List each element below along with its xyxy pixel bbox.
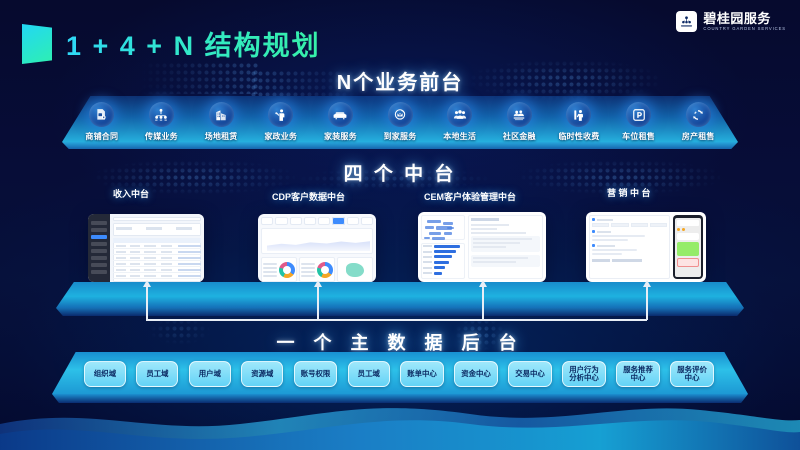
front-platform-title: N个业务前台 (336, 72, 464, 94)
area-chart (261, 228, 373, 254)
back-platform-tags: 组织域员工域用户域资源域账号权限员工域账单中心资金中心交易中心用户行为 分析中心… (84, 360, 714, 388)
front-item[interactable]: 家政业务 (251, 102, 311, 142)
people-group-icon (447, 102, 473, 127)
front-item[interactable]: 车位租售 (609, 102, 669, 142)
back-tag[interactable]: 服务评价 中心 (670, 361, 714, 387)
refresh-cycle-icon (685, 102, 711, 127)
front-item-label: 车位租售 (622, 132, 655, 141)
title-accent-marker (22, 24, 52, 64)
front-item[interactable]: 到家服务 (370, 102, 430, 142)
back-tag[interactable]: 员工域 (347, 361, 390, 387)
phone-mockup (673, 215, 703, 279)
back-tag[interactable]: 账单中心 (400, 361, 444, 387)
report-text-panel (468, 215, 543, 279)
data-table (113, 238, 201, 282)
front-item-label: 传媒业务 (145, 132, 178, 141)
back-tag[interactable]: 资金中心 (454, 361, 498, 387)
back-tag[interactable]: 账号权限 (293, 361, 338, 387)
housekeeper-icon (268, 102, 294, 127)
brand-name-cn: 碧桂园服务 (703, 10, 771, 26)
screenshot-revenue-dashboard[interactable] (88, 214, 204, 282)
back-tag[interactable]: 用户域 (188, 361, 231, 387)
metric-cards (261, 257, 373, 282)
word-cloud (421, 215, 465, 240)
screenshot-cem-report[interactable] (418, 212, 546, 282)
network-share-icon (148, 102, 174, 127)
ranking-bars (421, 243, 465, 279)
brand-name-en: COUNTRY GARDEN SERVICES (703, 25, 786, 31)
sofa-icon (327, 102, 353, 127)
building-icon (208, 102, 234, 127)
front-item-label: 到家服务 (383, 132, 417, 141)
front-item-label: 本地生活 (443, 132, 477, 141)
screenshot-marketing-console[interactable] (586, 212, 706, 282)
donut-chart (279, 261, 295, 278)
back-tag[interactable]: 员工域 (136, 361, 179, 387)
panel-title-cdp: CDP客户数据中台 (272, 192, 346, 202)
front-item[interactable]: 传媒业务 (132, 102, 192, 142)
front-item-label: 家政业务 (264, 132, 298, 141)
service-bell-icon (387, 102, 413, 127)
panel-title-revenue: 收入中台 (113, 189, 150, 199)
dashboard-body (110, 214, 204, 282)
screenshot-cdp-analytics[interactable] (258, 214, 376, 282)
marketing-form (589, 215, 670, 279)
donut-chart (317, 261, 333, 278)
middle-platform-slab (56, 282, 744, 316)
front-item-label: 场地租赁 (204, 132, 238, 141)
front-item-label: 社区金融 (502, 132, 536, 141)
page-title: 1 + 4 + N 结构规划 (66, 24, 321, 63)
back-tag[interactable]: 服务推荐 中心 (616, 361, 660, 387)
front-item[interactable]: 场地租赁 (191, 102, 251, 142)
wave-decoration (0, 408, 800, 450)
front-platform-items: 商铺合同 传媒业务 场地租赁 家政业务 家装服务 到家服务 本地生活 社区金融 临时性收费 车位租… (72, 96, 728, 142)
front-item[interactable]: 商铺合同 (72, 102, 132, 142)
temporary-fee-icon (566, 102, 592, 127)
panel-title-marketing: 营 销 中 台 (607, 188, 651, 198)
front-item[interactable]: 本地生活 (430, 102, 490, 142)
front-item[interactable]: 社区金融 (489, 102, 549, 142)
contract-document-icon (89, 102, 115, 127)
back-tag[interactable]: 用户行为 分析中心 (562, 361, 606, 387)
front-item[interactable]: 临时性收费 (549, 102, 609, 142)
front-item[interactable]: 家装服务 (311, 102, 371, 142)
back-tag[interactable]: 资源域 (241, 361, 284, 387)
blob-chart (346, 262, 364, 277)
brand-mark-icon (676, 11, 698, 32)
back-tag[interactable]: 组织域 (84, 361, 126, 387)
middle-platform-title: 四 个 中 台 (343, 164, 457, 185)
parking-p-icon (626, 102, 652, 127)
front-item-label: 房产租售 (681, 132, 715, 141)
analytics-tabs (261, 217, 373, 225)
dashboard-sidebar (88, 214, 110, 282)
community-finance-icon (506, 102, 532, 127)
connector-rail (146, 319, 647, 321)
front-item[interactable]: 房产租售 (668, 102, 728, 142)
front-item-label: 临时性收费 (558, 132, 600, 141)
back-tag[interactable]: 交易中心 (508, 361, 552, 387)
panel-title-cem: CEM客户体验管理中台 (424, 192, 516, 202)
brand-logo: 碧桂园服务 COUNTRY GARDEN SERVICES (676, 11, 786, 32)
back-platform-title: 一 个 主 数 据 后 台 (276, 333, 524, 353)
front-item-label: 家装服务 (323, 132, 357, 141)
front-item-label: 商铺合同 (85, 132, 119, 141)
